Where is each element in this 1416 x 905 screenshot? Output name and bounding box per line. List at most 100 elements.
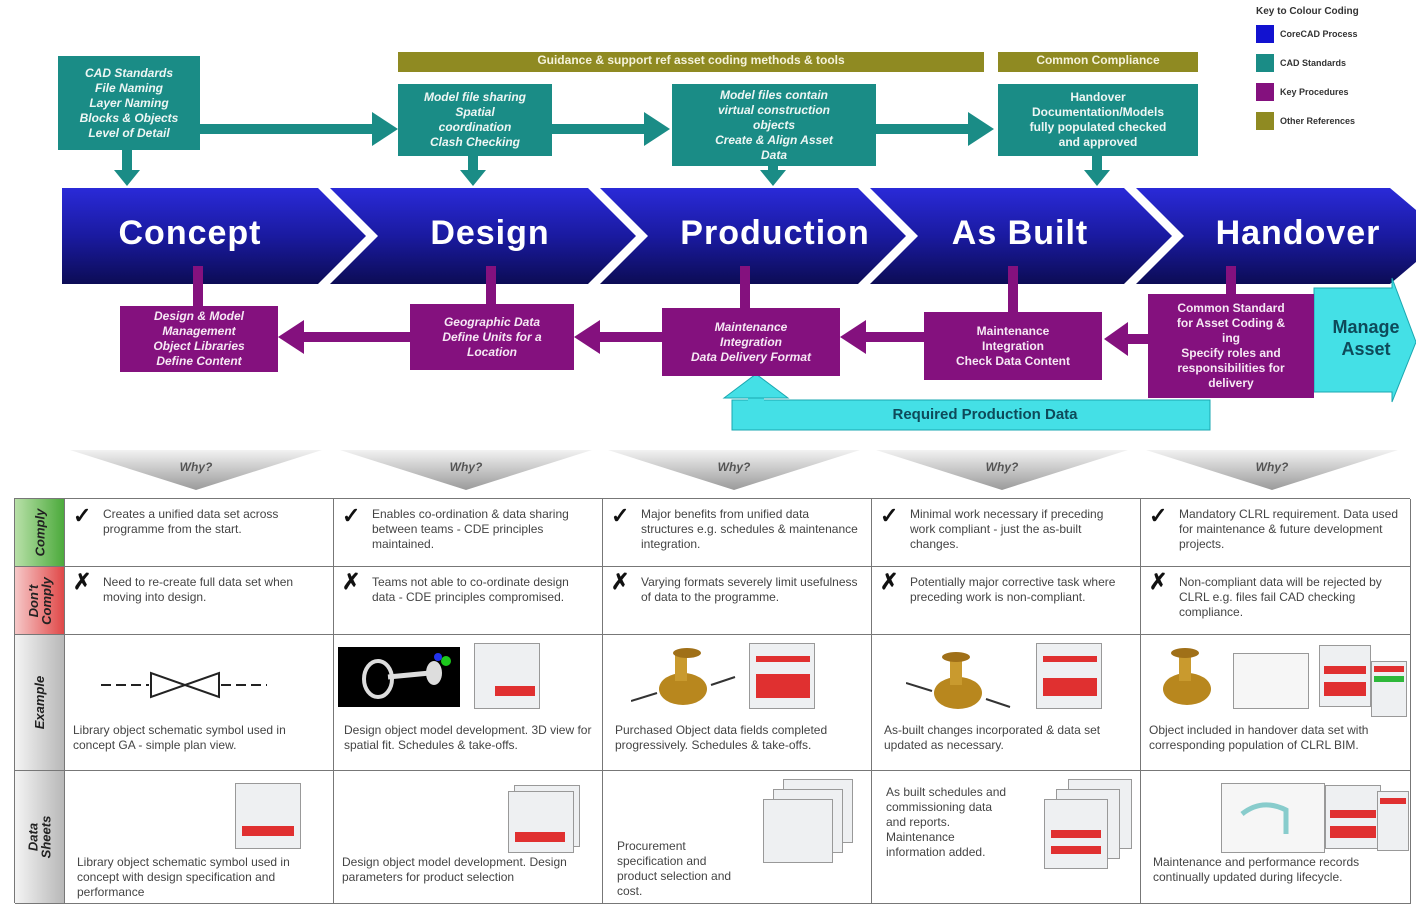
comply-text: Mandatory CLRL requirement. Data used fo… [1179,507,1398,551]
legend-swatch [1256,54,1274,72]
legend-label: CoreCAD Process [1280,29,1358,39]
why-arrow-5 [1146,450,1398,490]
color-key: Key to Colour Coding CoreCAD Process CAD… [1256,6,1406,130]
manage-asset-label: Manage Asset [1332,317,1400,359]
guidance-bar: Guidance & support ref asset coding meth… [398,52,984,72]
geographic-data-box: Geographic Data Define Units for a Locat… [410,304,574,370]
required-production-data-label: Required Production Data [892,406,1078,423]
model-view-icon [1233,653,1309,709]
comply-cell: ✓ Major benefits from unified data struc… [603,499,872,567]
comply-cell: ✓ Mandatory CLRL requirement. Data used … [1141,499,1411,567]
datasheet-icon [235,783,301,849]
model-view-icon [1221,783,1325,853]
example-cell: Object included in handover data set wit… [1141,635,1411,771]
comply-cell: ✓ Enables co-ordination & data sharing b… [334,499,603,567]
datasheet-icon [474,643,540,709]
stage-concept: Concept [118,214,262,252]
maintenance-production-box: Maintenance Integration Data Delivery Fo… [662,308,840,376]
chevron-handover [1136,188,1416,284]
legend-swatch [1256,25,1274,43]
why-label: Why? [717,460,751,474]
comply-text: Major benefits from unified data structu… [641,507,858,551]
cross-icon: ✗ [1149,569,1168,594]
row-label-data-sheets: Data Sheets [15,771,65,904]
model-files-box: Model files contain virtual construction… [672,84,876,166]
model-sharing-box: Model file sharing Spatial coordination … [398,84,552,156]
dont-comply-text: Potentially major corrective task where … [910,575,1116,604]
stage-production: Production [680,214,870,252]
design-model-box: Design & Model Management Object Librari… [120,306,278,372]
brass-valve-icon [631,648,736,705]
comply-text: Creates a unified data set across progra… [103,507,279,536]
dont-comply-cell: ✗ Need to re-create full data set when m… [65,567,334,635]
dont-comply-cell: ✗ Teams not able to co-ordinate design d… [334,567,603,635]
dont-comply-cell: ✗ Potentially major corrective task wher… [872,567,1141,635]
datasheet-icon [1044,799,1108,869]
datasheet-icon [1319,645,1371,707]
data-sheet-cell: Maintenance and performance records cont… [1141,771,1411,904]
data-sheet-cell: As built schedules and commissioning dat… [872,771,1141,904]
example-text: Purchased Object data fields completed p… [615,723,828,752]
check-icon: ✓ [342,503,361,528]
cross-icon: ✗ [611,569,630,594]
handover-docs-box: Handover Documentation/Models fully popu… [998,84,1198,156]
row-label-comply: Comply [15,499,65,567]
datasheet-icon [1377,791,1409,851]
brass-valve-icon [1163,648,1211,705]
check-icon: ✓ [73,503,92,528]
compliance-bar: Common Compliance [998,52,1198,72]
legend-label: Key Procedures [1280,87,1349,97]
dont-comply-cell: ✗ Varying formats severely limit usefuln… [603,567,872,635]
stage-handover: Handover [1215,214,1381,252]
comply-cell: ✓ Minimal work necessary if preceding wo… [872,499,1141,567]
example-text: As-built changes incorporated & data set… [884,723,1101,752]
chevron-production [600,188,906,284]
why-table: Comply Don't Comply Example Data Sheets … [14,498,1411,904]
data-sheet-text: Library object schematic symbol used in … [77,855,290,899]
process-diagram [62,112,1416,431]
dont-comply-text: Need to re-create full data set when mov… [103,575,294,604]
stage-design: Design [430,214,550,252]
legend-label: Other References [1280,116,1356,126]
legend-swatch [1256,83,1274,101]
example-cell: Design object model development. 3D view… [334,635,603,771]
comply-cell: ✓ Creates a unified data set across prog… [65,499,334,567]
why-arrow-4 [876,450,1128,490]
cross-icon: ✗ [73,569,92,594]
why-arrow-3 [608,450,860,490]
legend-item: Key Procedures [1256,83,1406,101]
chevron-asbuilt [870,188,1172,284]
example-cell: Library object schematic symbol used in … [65,635,334,771]
data-sheet-text: Maintenance and performance records cont… [1153,855,1360,884]
chevron-concept [62,188,366,284]
why-arrow-1 [70,450,322,490]
example-cell: As-built changes incorporated & data set… [872,635,1141,771]
stage-as-built: As Built [951,214,1089,252]
check-icon: ✓ [611,503,630,528]
brass-valve-icon [906,652,1011,709]
legend-item: Other References [1256,112,1406,130]
example-cell: Purchased Object data fields completed p… [603,635,872,771]
chevron-design [330,188,636,284]
example-text: Library object schematic symbol used in … [73,723,286,752]
check-icon: ✓ [880,503,899,528]
why-label: Why? [1255,460,1289,474]
datasheet-icon [749,643,815,709]
dont-comply-cell: ✗ Non-compliant data will be rejected by… [1141,567,1411,635]
cross-icon: ✗ [880,569,899,594]
datasheet-icon [1036,643,1102,709]
dont-comply-text: Teams not able to co-ordinate design dat… [372,575,569,604]
cad-standards-box: CAD Standards File Naming Layer Naming B… [58,56,200,150]
example-text: Object included in handover data set wit… [1149,723,1369,752]
data-sheet-text: Procurement specification and product se… [617,839,732,898]
data-sheet-cell: Procurement specification and product se… [603,771,872,904]
3d-model-icon [338,647,460,707]
datasheet-icon [1371,661,1407,717]
data-sheet-cell: Library object schematic symbol used in … [65,771,334,904]
why-arrows [70,450,1398,490]
valve-symbol-icon [101,671,267,699]
example-text: Design object model development. 3D view… [344,723,592,752]
row-label-dont-comply: Don't Comply [15,567,65,635]
common-standard-box: Common Standard for Asset Coding & ing S… [1148,294,1314,398]
dont-comply-text: Non-compliant data will be rejected by C… [1179,575,1382,619]
